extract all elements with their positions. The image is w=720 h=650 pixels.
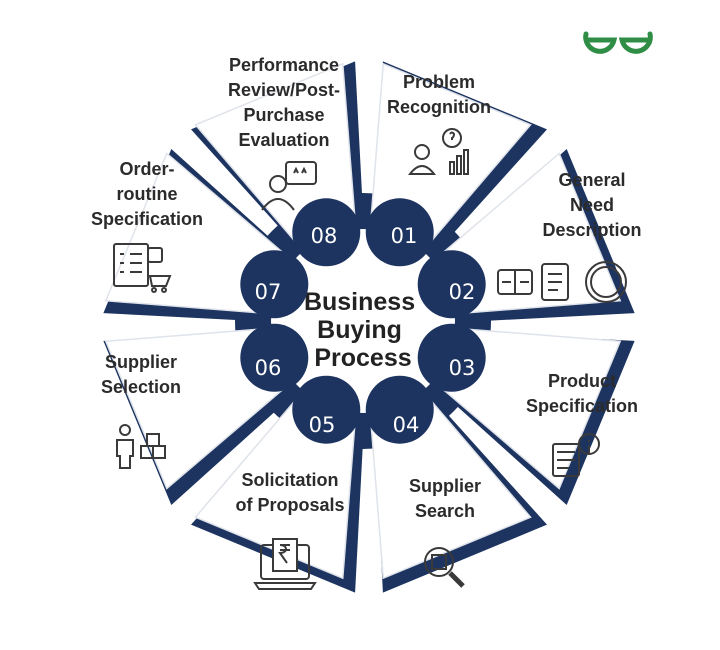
step-label-line: Recognition (387, 97, 491, 117)
step-number-badge (365, 375, 434, 444)
idea-person-chart-icon (407, 128, 469, 175)
review-stars-icon (261, 161, 317, 211)
step-number-badge (240, 250, 309, 319)
step-label-line: Selection (101, 377, 181, 397)
rupee-laptop-icon (253, 538, 317, 590)
step-label: Solicitation of Proposals (235, 470, 344, 515)
step-number: 08 (311, 224, 338, 248)
step-number-badge (292, 375, 361, 444)
step-label-line: Problem (403, 72, 475, 92)
step-number: 06 (255, 356, 282, 380)
step-label-line: Evaluation (238, 130, 329, 150)
checklist-cart-icon (113, 243, 172, 293)
step-number: 03 (449, 356, 476, 380)
person-boxes-icon (116, 424, 166, 469)
step-label-line: Supplier (409, 476, 481, 496)
step-label-line: Supplier (105, 352, 177, 372)
step-label-line: Search (415, 501, 475, 521)
center-title-line-2: Buying (317, 316, 402, 344)
step-number-badge (240, 323, 309, 392)
number-badges: 01 02 03 04 05 06 07 08 (240, 198, 486, 444)
step-label-line: Purchase (243, 105, 324, 125)
search-box-icon (424, 547, 465, 588)
center-title-line-1: Business (304, 288, 415, 316)
step-number: 05 (309, 413, 336, 437)
step-label-line: Description (542, 220, 641, 240)
geeksforgeeks-logo (583, 31, 653, 54)
step-number-badge (417, 250, 486, 319)
step-label-line: Order- (119, 159, 174, 179)
step-number-badge (365, 198, 434, 267)
step-label-line: Product (548, 371, 616, 391)
step-label-line: Solicitation (241, 470, 338, 490)
step-number: 02 (449, 280, 476, 304)
step-label-line: of Proposals (235, 495, 344, 515)
center-title-line-3: Process (314, 344, 411, 372)
step-label-line: Review/Post- (228, 80, 340, 100)
step-number-badge (292, 198, 361, 267)
step-label-line: Performance (229, 55, 339, 75)
step-label-line: Need (570, 195, 614, 215)
step-number: 07 (255, 280, 282, 304)
product-info-icon (552, 433, 600, 477)
step-number: 04 (393, 413, 420, 437)
step-number-badge (417, 323, 486, 392)
quality-certificate-icon (497, 261, 627, 303)
step-label-line: Specification (91, 209, 203, 229)
center-hub (271, 229, 455, 413)
step-label-line: routine (117, 184, 178, 204)
step-label-line: Specification (526, 396, 638, 416)
step-number: 01 (391, 224, 418, 248)
step-label-line: General (558, 170, 625, 190)
svg-text:Business Buying Proces: Business Buying Process (304, 288, 422, 372)
